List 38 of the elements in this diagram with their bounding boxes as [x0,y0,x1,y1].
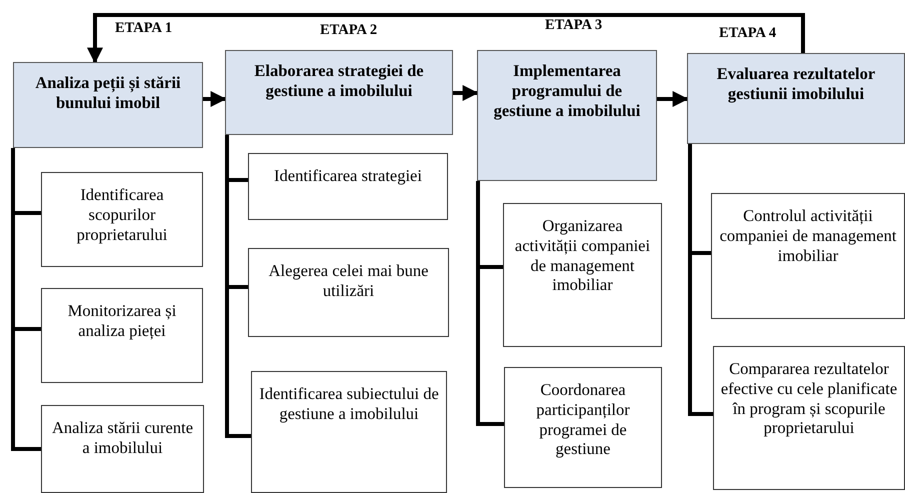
task-text: Alegerea celei mai bune utilizări [268,261,430,301]
task-box [248,248,449,337]
connector-line [688,144,713,416]
task-text: Identificarea scopurilor proprietarului [76,185,168,244]
task-box [248,153,448,220]
connector-line [11,148,41,451]
stage-title: Evaluarea rezultatelor gestiunii imobilului [716,64,876,104]
task-text: Coordonarea participanților programei de gestiune [535,380,631,460]
stage-title: Elaborarea strategiei de gestiune a imobilului [253,61,425,101]
task-box [41,172,203,267]
task-text: Organizarea activității companiei de management imobiliar [514,216,652,296]
stage-title: Analiza peții și stării bunului imobil [34,73,182,113]
stage-title: Implementarea programului de gestiune a imobilului [492,61,642,120]
stage-box [13,62,203,148]
stage-heading: ETAPA 2 [320,22,378,39]
task-box [713,346,905,490]
task-text: Identificarea subiectului de gestiune a imobilului [258,384,440,424]
arrow [453,85,479,101]
stage-box [687,53,905,144]
task-box [503,203,662,347]
task-box [711,193,905,319]
task-text: Compararea rezultatelor efective cu cele planificate în program și scopurile proprietarului [720,359,898,438]
stage-heading: ETAPA 1 [115,20,172,37]
task-box [251,371,447,493]
arrow [657,91,689,107]
stage-heading: ETAPA 4 [719,25,776,42]
arrow [203,91,227,107]
task-text: Controlul activității companiei de management imobiliar [718,206,898,266]
stage-box [477,50,657,181]
task-text: Analiza stării curente a imobilului [50,418,194,458]
task-text: Monitorizarea și analiza pieței [66,301,178,341]
task-text: Identificarea strategiei [274,166,422,186]
stage-heading: ETAPA 3 [545,17,602,34]
arrow [87,13,805,64]
task-box [41,288,203,383]
task-box [41,405,204,493]
stage-box [225,50,453,135]
task-box [504,367,662,488]
